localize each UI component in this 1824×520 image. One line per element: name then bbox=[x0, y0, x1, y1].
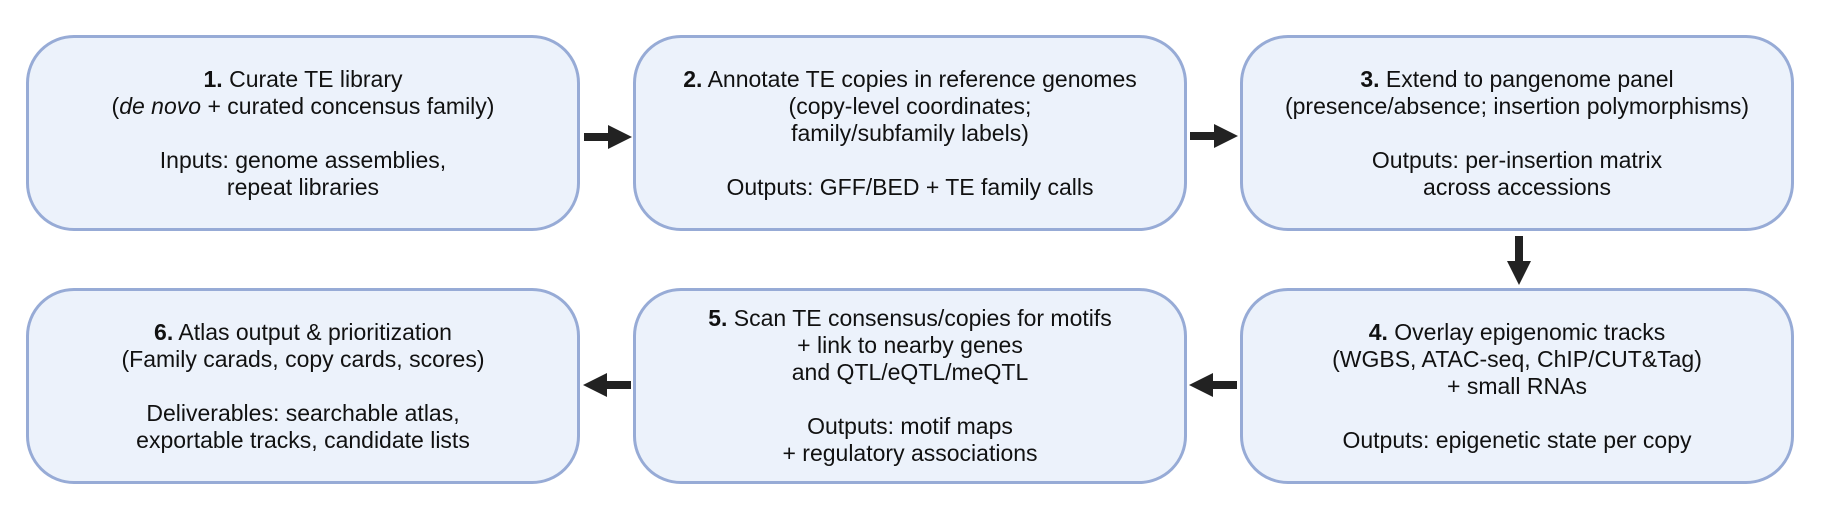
step-1-subtitle-rest: + curated concensus family) bbox=[201, 92, 495, 119]
step-4-sub-line: + small RNAs bbox=[1447, 372, 1587, 399]
arrow-right-icon bbox=[584, 125, 632, 149]
step-3-sub-line: (presence/absence; insertion polymorphis… bbox=[1284, 92, 1750, 119]
step-2-title: Annotate TE copies in reference genomes bbox=[707, 65, 1137, 92]
step-3-detail-line: across accessions bbox=[1423, 173, 1611, 200]
step-2-number: 2. bbox=[683, 65, 703, 92]
step-1-subtitle-line: (de novo + curated concensus family) bbox=[112, 93, 495, 120]
step-4-number: 4. bbox=[1368, 318, 1388, 345]
step-2-title-line: 2. Annotate TE copies in reference genom… bbox=[683, 66, 1137, 93]
step-6-detail-line: exportable tracks, candidate lists bbox=[136, 426, 470, 453]
step-6-number: 6. bbox=[154, 318, 174, 345]
step-6-title: Atlas output & prioritization bbox=[178, 318, 452, 345]
step-5-title: Scan TE consensus/copies for motifs bbox=[733, 305, 1112, 331]
step-1-detail-line: Inputs: genome assemblies, bbox=[159, 146, 447, 173]
step-1-number: 1. bbox=[203, 65, 223, 92]
arrow-left-icon bbox=[1189, 373, 1237, 397]
step-6-detail-line: Deliverables: searchable atlas, bbox=[146, 399, 460, 426]
step-3-detail-line: Outputs: per-insertion matrix bbox=[1371, 146, 1663, 173]
step-4-title: Overlay epigenomic tracks bbox=[1394, 318, 1666, 345]
step-3-title-line: 3. Extend to pangenome panel bbox=[1360, 66, 1673, 93]
arrow-left-icon bbox=[583, 373, 631, 397]
step-6-title-line: 6. Atlas output & prioritization bbox=[154, 319, 452, 346]
step-4-title-line: 4. Overlay epigenomic tracks bbox=[1369, 319, 1666, 346]
step-5-title-line: 5. Scan TE consensus/copies for motifs bbox=[708, 305, 1112, 332]
step-2-sub-line: family/subfamily labels) bbox=[791, 119, 1029, 146]
step-5-number: 5. bbox=[708, 305, 728, 331]
step-3-box: 3. Extend to pangenome panel (presence/a… bbox=[1240, 35, 1794, 231]
step-2-sub-line: (copy-level coordinates; bbox=[788, 92, 1032, 119]
step-1-italic-term: de novo bbox=[119, 92, 202, 119]
step-5-box: 5. Scan TE consensus/copies for motifs +… bbox=[633, 288, 1187, 484]
step-6-box: 6. Atlas output & prioritization (Family… bbox=[26, 288, 580, 484]
step-2-detail-line: Outputs: GFF/BED + TE family calls bbox=[726, 173, 1094, 200]
step-3-number: 3. bbox=[1360, 65, 1380, 92]
step-3-title: Extend to pangenome panel bbox=[1385, 65, 1674, 92]
step-2-box: 2. Annotate TE copies in reference genom… bbox=[633, 35, 1187, 231]
arrow-right-icon bbox=[1190, 124, 1238, 148]
step-5-detail-line: + regulatory associations bbox=[782, 440, 1038, 466]
step-5-sub-line: and QTL/eQTL/meQTL bbox=[791, 359, 1029, 385]
step-1-title-line: 1. Curate TE library bbox=[204, 66, 403, 93]
step-6-sub-line: (Family carads, copy cards, scores) bbox=[121, 345, 485, 372]
step-4-detail-line: Outputs: epigenetic state per copy bbox=[1342, 426, 1692, 453]
step-1-box: 1. Curate TE library (de novo + curated … bbox=[26, 35, 580, 231]
arrow-down-icon bbox=[1507, 236, 1531, 285]
step-1-detail-line: repeat libraries bbox=[226, 173, 380, 200]
step-5-detail-line: Outputs: motif maps bbox=[807, 413, 1013, 439]
step-4-box: 4. Overlay epigenomic tracks (WGBS, ATAC… bbox=[1240, 288, 1794, 484]
step-1-title: Curate TE library bbox=[229, 65, 403, 92]
step-1-open-paren: ( bbox=[111, 92, 120, 119]
step-5-sub-line: + link to nearby genes bbox=[797, 332, 1023, 358]
step-4-sub-line: (WGBS, ATAC-seq, ChIP/CUT&Tag) bbox=[1332, 345, 1702, 372]
